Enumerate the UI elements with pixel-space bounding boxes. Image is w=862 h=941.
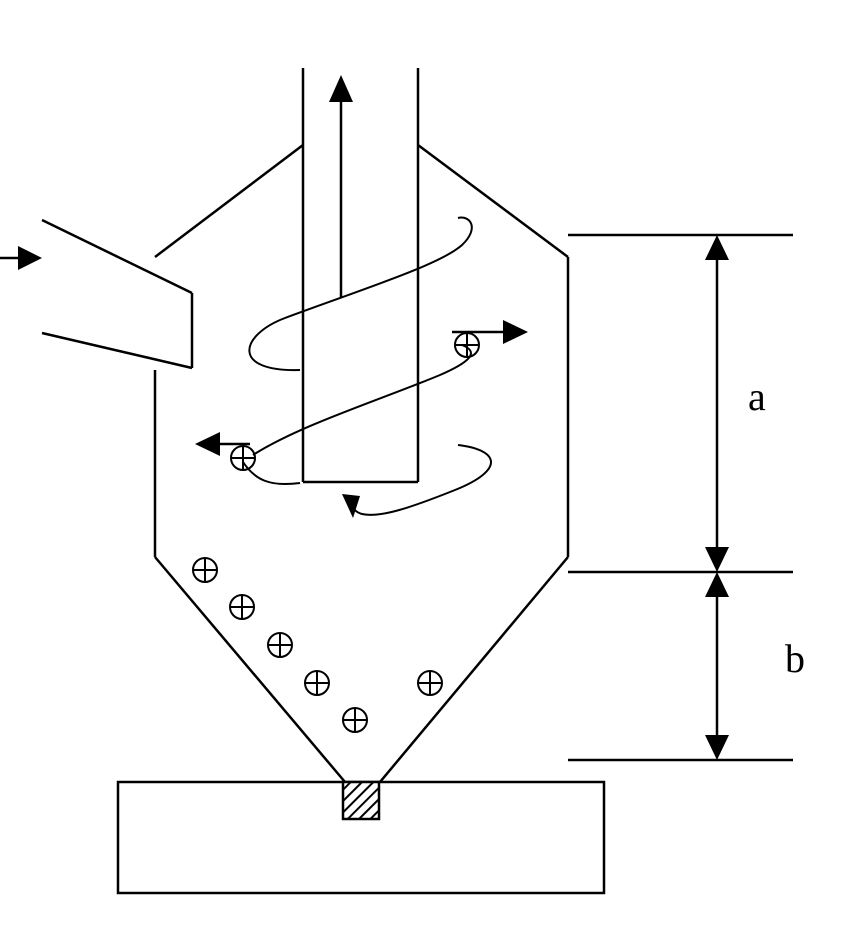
inlet-arrow xyxy=(0,246,42,270)
particle xyxy=(192,557,218,583)
particle-right xyxy=(452,320,528,358)
spiral-flow xyxy=(242,216,492,518)
particle-left xyxy=(195,432,256,471)
dust-outlet xyxy=(341,780,381,821)
outlet-flow-arrow xyxy=(329,75,353,298)
particle xyxy=(304,670,330,696)
outlet-pipe xyxy=(301,68,420,484)
inlet-duct xyxy=(41,218,194,370)
cyclone-body xyxy=(153,143,570,783)
cone-particles xyxy=(192,557,443,733)
dimension-arrow-b xyxy=(705,572,729,760)
dimension-arrow-a xyxy=(705,235,729,572)
particle xyxy=(229,594,255,620)
particle xyxy=(417,670,443,696)
dimension-label-a: a xyxy=(748,374,766,419)
dimension-lines xyxy=(568,233,793,762)
dimension-label-b: b xyxy=(785,636,805,681)
collection-bin xyxy=(116,780,606,895)
particle xyxy=(267,632,293,658)
particle xyxy=(342,707,368,733)
